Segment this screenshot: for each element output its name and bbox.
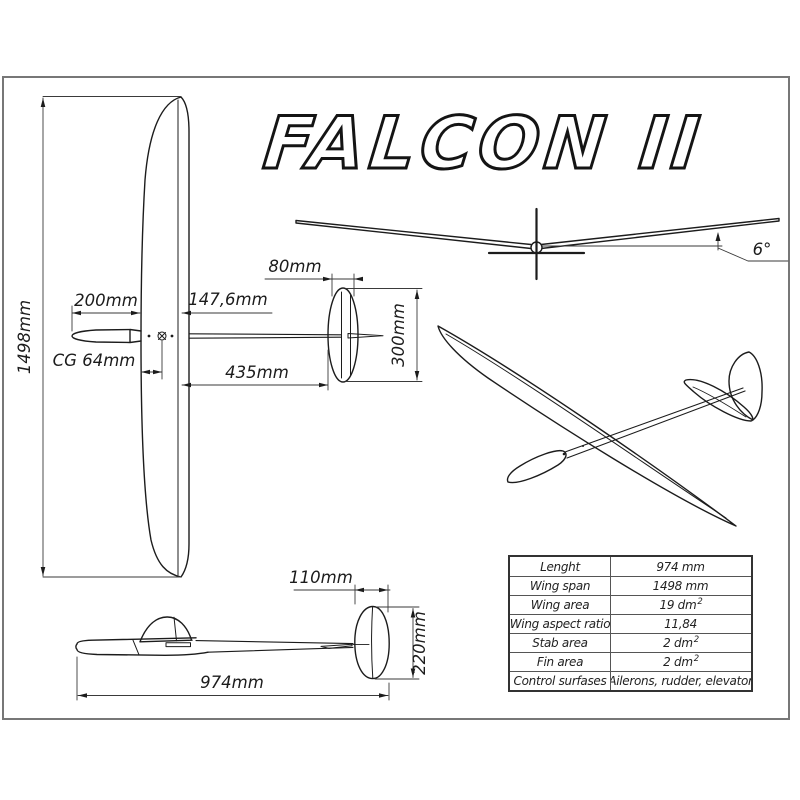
top-view — [71, 96, 384, 578]
iso-wing-spar — [445, 333, 727, 519]
dim-stab-chord: 80mm — [268, 257, 321, 276]
side-stab-profile — [320, 643, 353, 649]
front-wing-right — [540, 217, 780, 250]
table-row: Wing span 1498 mm — [510, 576, 751, 595]
spec-label: Lenght — [540, 559, 580, 574]
dihedral-dimension — [541, 232, 789, 262]
spec-value: 974 mm — [610, 557, 751, 576]
spec-label: Stab area — [532, 636, 588, 650]
spec-label: Wing aspect ratio — [510, 617, 610, 631]
dim-fuselage-length: 974mm — [200, 673, 264, 692]
tail-boom-top — [188, 333, 342, 339]
spec-value: Ailerons, rudder, elevator — [610, 672, 751, 690]
cg-mark — [147, 331, 174, 341]
side-view-dimensions — [76, 584, 420, 701]
iso-boom — [564, 387, 746, 459]
top-view-dimensions — [40, 96, 423, 578]
iso-cg-dot — [562, 452, 566, 456]
side-boom — [195, 640, 354, 653]
dim-stab-span: 300mm — [389, 303, 408, 367]
dim-cg: CG 64mm — [53, 351, 136, 370]
front-wing-left — [295, 219, 532, 250]
stab-hinge-lines — [341, 291, 351, 379]
dim-root-chord: 147,6mm — [188, 290, 267, 309]
iso-wing — [437, 325, 737, 527]
dim-nose-to-wing: 200mm — [74, 291, 138, 310]
dim-wing-to-stab: 435mm — [225, 363, 289, 382]
side-fin-hinge — [371, 606, 374, 679]
dim-fin-height: 220mm — [410, 611, 429, 675]
spec-table: Lenght 974 mm Wing span 1498 mm Wing are… — [508, 555, 753, 692]
side-view — [75, 605, 390, 680]
spec-value: 11,84 — [610, 615, 751, 633]
dim-fin-chord: 110mm — [289, 568, 353, 587]
dim-dihedral: 6° — [753, 240, 772, 259]
dim-wingspan: 1498mm — [15, 300, 34, 374]
side-canopy-line — [132, 639, 140, 656]
spec-value: 1498 mm — [610, 577, 751, 595]
iso-view — [437, 325, 763, 527]
iso-stab-hinge — [692, 386, 747, 418]
side-wing-saddle — [165, 642, 191, 648]
spec-label: Fin area — [536, 655, 584, 669]
table-row: Control surfases Ailerons, rudder, eleva… — [510, 671, 751, 690]
spec-label: Control surfases — [513, 674, 607, 688]
spec-label: Wing area — [530, 598, 590, 612]
front-view — [295, 207, 780, 281]
sheet-border — [2, 76, 790, 720]
table-row: Wing aspect ratio 11,84 — [510, 614, 751, 633]
iso-fuselage-pod — [506, 449, 567, 484]
iso-boom-dot — [582, 445, 584, 447]
stab-outline-top — [327, 287, 359, 383]
drawing-title: FALCON II — [258, 100, 709, 187]
spec-label: Wing span — [529, 579, 591, 593]
side-wing-profile — [139, 616, 193, 643]
iso-fin — [728, 351, 763, 421]
side-wing-hinge — [173, 616, 177, 642]
side-fuselage — [75, 637, 209, 656]
table-row: Lenght 974 mm — [510, 557, 751, 576]
fuselage-pod-top — [71, 328, 142, 344]
iso-stab — [683, 378, 754, 422]
wing-outline — [140, 96, 190, 578]
boom-tail-needle — [347, 333, 384, 339]
